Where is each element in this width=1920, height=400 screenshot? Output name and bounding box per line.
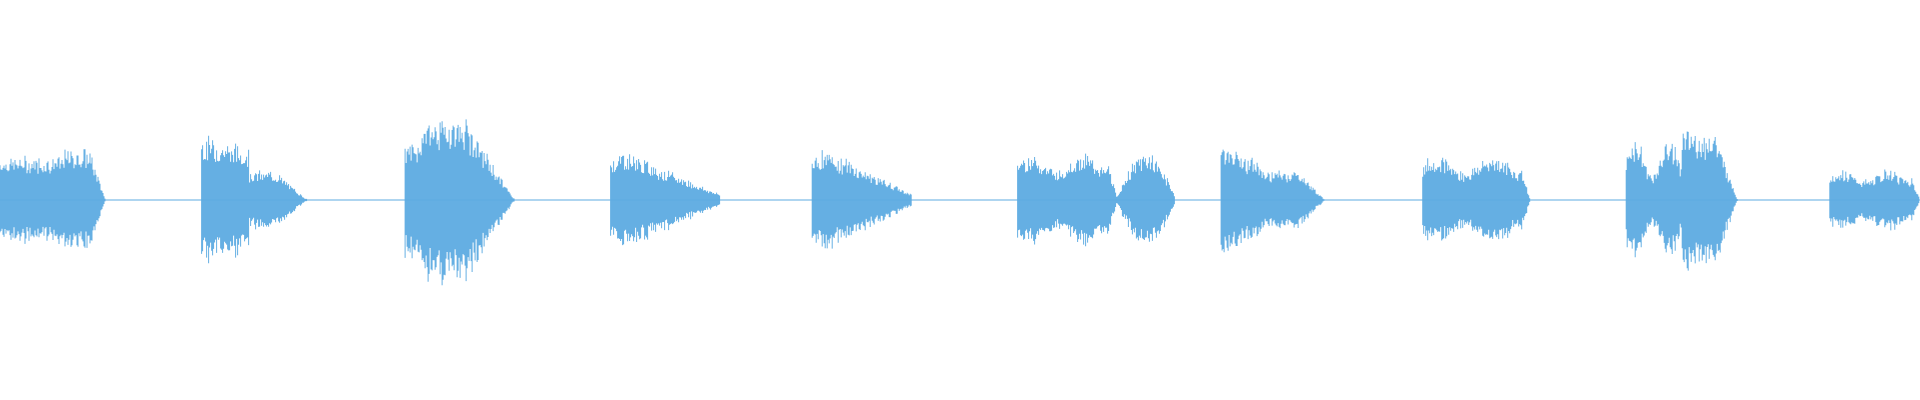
waveform-segment <box>201 135 308 264</box>
waveform-segment <box>610 154 721 246</box>
waveform-segment-path <box>404 119 515 286</box>
waveform-segment-path <box>1017 153 1118 247</box>
waveform-segment <box>811 150 912 249</box>
waveform-segment <box>1017 153 1118 247</box>
waveform-segment <box>1625 131 1738 271</box>
waveform-segment <box>0 149 106 248</box>
waveform-segment-path <box>201 135 308 264</box>
waveform-segment-path <box>811 150 912 249</box>
waveform-segment-path <box>1625 131 1738 271</box>
waveform-segment <box>1116 155 1175 242</box>
waveform-segment-path <box>1116 155 1175 242</box>
waveform-segment <box>1422 157 1531 241</box>
waveform-segment <box>1220 149 1325 253</box>
waveform-segment-path <box>0 149 106 248</box>
waveform-segment-path <box>1422 157 1531 241</box>
waveform-segment-path <box>1220 149 1325 253</box>
waveform-segment-path <box>610 154 721 246</box>
waveform-segments <box>0 119 1920 286</box>
waveform-segment <box>1829 169 1920 231</box>
waveform-segment <box>404 119 515 286</box>
waveform-segment-path <box>1829 169 1920 231</box>
